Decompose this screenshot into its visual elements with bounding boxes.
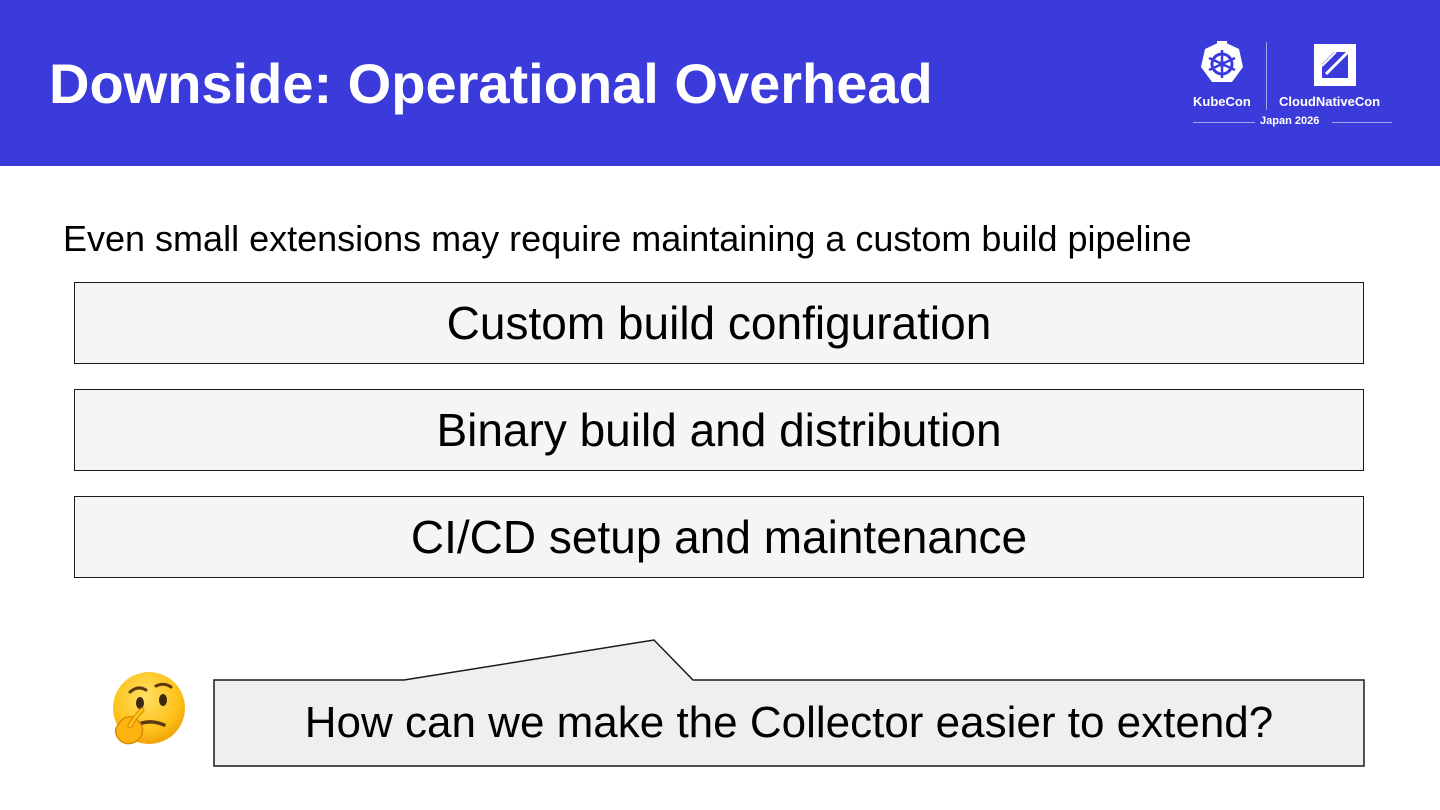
thinking-face-emoji-icon	[113, 672, 185, 745]
event-location-label: Japan 2026	[1260, 115, 1320, 127]
logo-rule-right	[1332, 122, 1392, 123]
slide-subtitle: Even small extensions may require mainta…	[63, 218, 1192, 259]
item-box-binary-build: Binary build and distribution	[74, 389, 1364, 471]
cncf-logo-icon	[1314, 44, 1356, 86]
kubernetes-wheel-icon	[1201, 41, 1243, 82]
item-box-cicd: CI/CD setup and maintenance	[74, 496, 1364, 578]
slide-header: Downside: Operational Overhead KubeCon C…	[0, 0, 1440, 166]
slide-title: Downside: Operational Overhead	[49, 52, 933, 115]
logo-rule-left	[1193, 122, 1255, 123]
logo-separator	[1266, 42, 1267, 110]
callout-question: How can we make the Collector easier to …	[304, 698, 1274, 747]
cloudnativecon-label: CloudNativeCon	[1279, 94, 1381, 109]
kubecon-label: KubeCon	[1193, 94, 1251, 109]
event-logo: KubeCon CloudNativeCon Japan 2026	[1186, 38, 1400, 130]
item-box-custom-build: Custom build configuration	[74, 282, 1364, 364]
